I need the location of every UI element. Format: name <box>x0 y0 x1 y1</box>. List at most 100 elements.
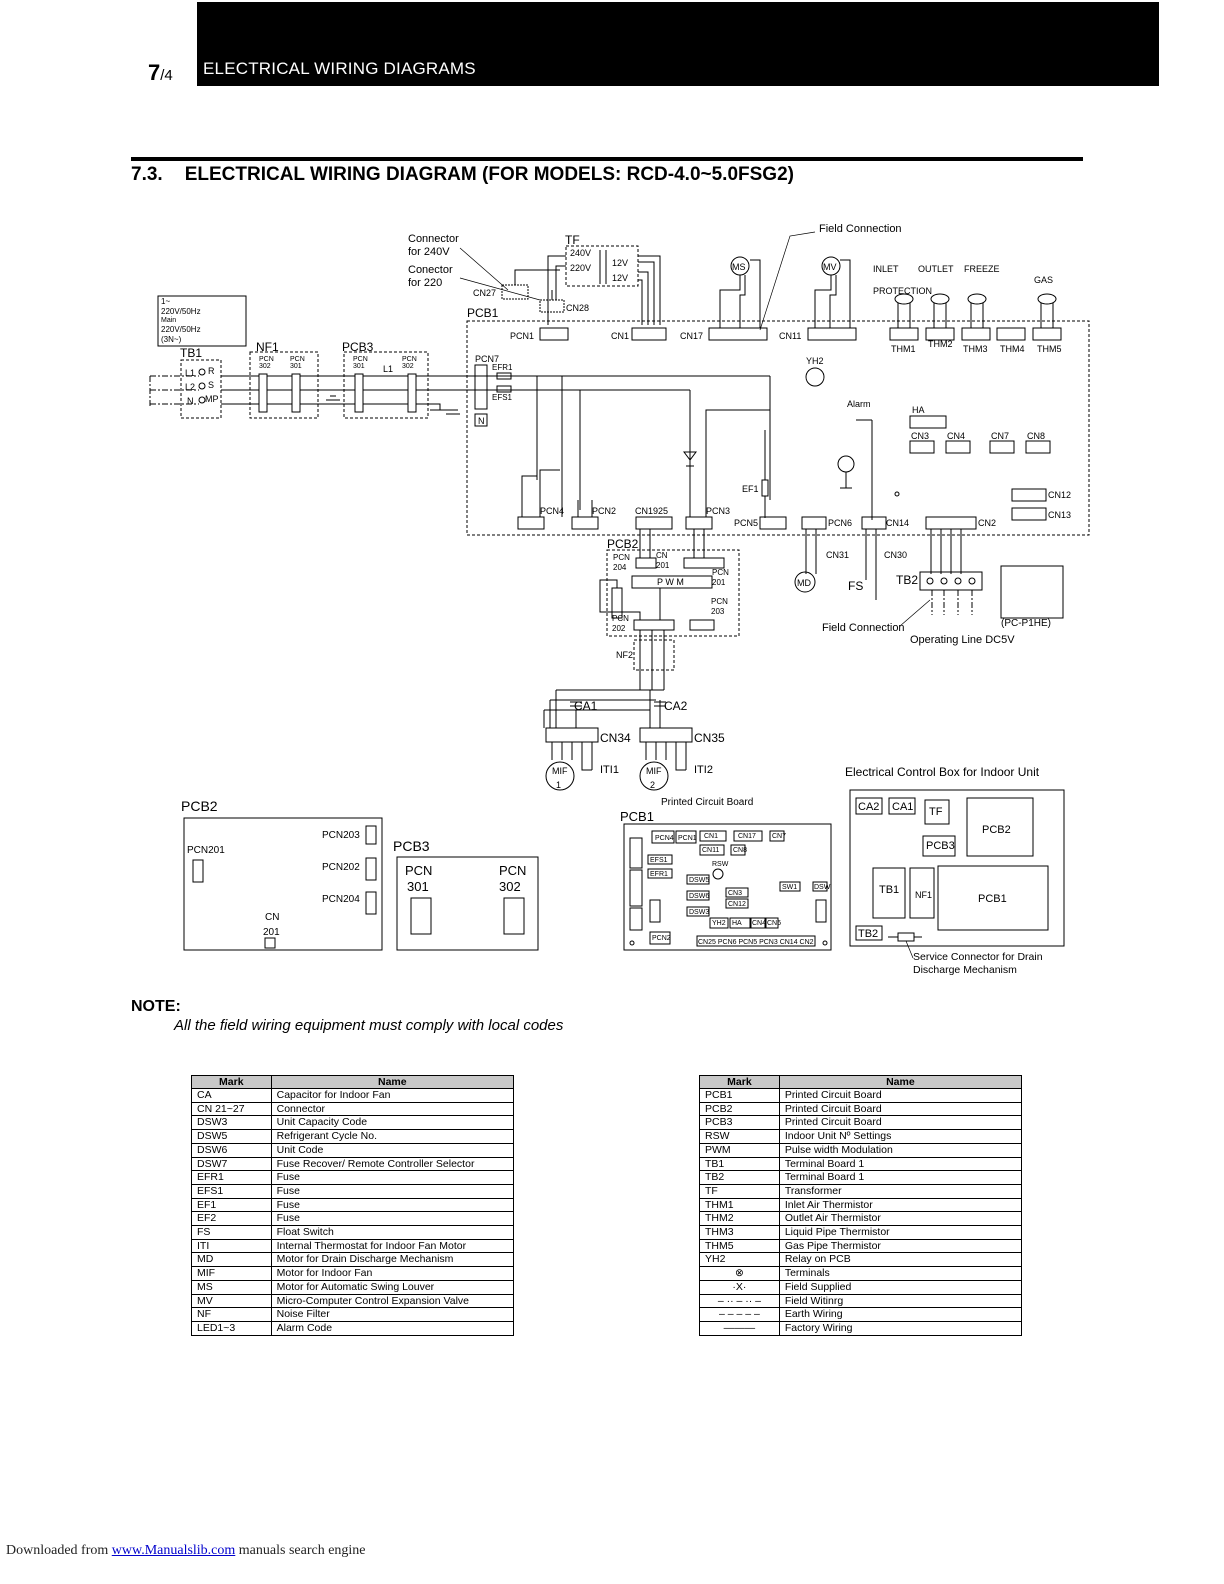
svg-text:PCN: PCN <box>712 568 729 577</box>
svg-text:FREEZE: FREEZE <box>964 264 1000 274</box>
svg-text:CN14: CN14 <box>886 518 909 528</box>
svg-text:ITI2: ITI2 <box>694 764 713 776</box>
svg-text:CN27: CN27 <box>473 288 496 298</box>
svg-text:CN17: CN17 <box>738 833 756 840</box>
legend-name: Gas Pipe Thermistor <box>778 1238 1023 1253</box>
legend-mark: ⊗ <box>699 1266 780 1281</box>
svg-text:THM4: THM4 <box>1000 344 1025 354</box>
svg-text:301: 301 <box>353 363 365 370</box>
svg-text:Operating Line DC5V: Operating Line DC5V <box>910 634 1015 646</box>
wiring-diagram: PCB1 1~ 220V/50Hz Main 220V/50Hz (3N~) T… <box>149 223 1090 976</box>
svg-text:301: 301 <box>290 363 302 370</box>
svg-text:PCB3: PCB3 <box>393 838 430 854</box>
svg-text:201: 201 <box>263 927 280 938</box>
legend-name: Liquid Pipe Thermistor <box>778 1225 1023 1240</box>
svg-text:202: 202 <box>612 624 626 633</box>
svg-text:HA: HA <box>732 920 742 927</box>
svg-text:THM1: THM1 <box>891 344 916 354</box>
legend-mark: DSW5 <box>191 1129 272 1144</box>
svg-text:204: 204 <box>613 563 627 572</box>
svg-text:CN12: CN12 <box>1048 490 1071 500</box>
legend-mark: THM5 <box>699 1238 780 1253</box>
svg-text:MS: MS <box>732 262 746 272</box>
svg-text:PCN203: PCN203 <box>322 830 360 841</box>
svg-text:220V: 220V <box>570 263 591 273</box>
svg-text:PCB1: PCB1 <box>978 893 1007 905</box>
legend-mark: LED1~3 <box>191 1320 272 1336</box>
svg-text:DSW3: DSW3 <box>689 909 709 916</box>
svg-text:TB1: TB1 <box>879 884 899 896</box>
svg-text:CN34: CN34 <box>600 731 631 745</box>
nf1-box <box>249 351 319 419</box>
header-bar <box>197 2 1159 86</box>
legend-mark: MD <box>191 1252 272 1267</box>
svg-text:PCN202: PCN202 <box>322 862 360 873</box>
svg-text:12V: 12V <box>612 258 628 268</box>
legend-mark: MS <box>191 1279 272 1295</box>
svg-text:201: 201 <box>712 578 726 587</box>
legend-name: Unit Capacity Code <box>270 1115 515 1130</box>
svg-text:201: 201 <box>656 561 670 570</box>
svg-text:302: 302 <box>402 363 414 370</box>
svg-text:OUTLET: OUTLET <box>918 264 954 274</box>
svg-text:CN3: CN3 <box>911 431 929 441</box>
svg-text:Connector: Connector <box>408 233 459 245</box>
svg-text:PCN: PCN <box>405 863 432 878</box>
legend-header-name: Name <box>778 1075 1023 1089</box>
svg-text:PCB2: PCB2 <box>982 824 1011 836</box>
svg-text:CA1: CA1 <box>892 801 913 813</box>
legend-mark: EFS1 <box>191 1183 272 1199</box>
legend-name: Motor for Automatic Swing Louver <box>270 1279 515 1295</box>
svg-text:PCN4: PCN4 <box>540 506 564 516</box>
svg-text:EFR1: EFR1 <box>492 363 513 372</box>
pcb1-outline <box>466 320 1090 536</box>
svg-text:THM2: THM2 <box>928 339 953 349</box>
svg-text:L2: L2 <box>185 382 195 392</box>
svg-text:(PC-P1HE): (PC-P1HE) <box>1001 618 1051 629</box>
legend-name: Motor for Indoor Fan <box>270 1266 515 1281</box>
legend-name: Printed Circuit Board <box>778 1088 1023 1103</box>
legend-name: Motor for Drain Discharge Mechanism <box>270 1252 515 1267</box>
svg-text:CN11: CN11 <box>702 847 719 854</box>
svg-text:Field Connection: Field Connection <box>819 223 902 235</box>
svg-text:MIF: MIF <box>646 766 662 776</box>
legend-mark: DSW3 <box>191 1115 272 1130</box>
header-title: ELECTRICAL WIRING DIAGRAMS <box>203 59 476 78</box>
legend-mark: THM3 <box>699 1225 780 1240</box>
legend-mark: PCB3 <box>699 1115 780 1130</box>
svg-text:CN6: CN6 <box>767 920 781 927</box>
svg-text:MD: MD <box>797 578 811 588</box>
svg-text:Printed Circuit Board: Printed Circuit Board <box>661 797 753 808</box>
svg-text:TB1: TB1 <box>180 346 202 360</box>
svg-text:CN11: CN11 <box>779 331 801 341</box>
svg-text:CN2: CN2 <box>978 518 996 528</box>
pcb2-outline <box>606 549 740 637</box>
svg-text:CA2: CA2 <box>858 801 879 813</box>
svg-text:CN8: CN8 <box>1027 431 1045 441</box>
manualslib-link[interactable]: www.Manualslib.com <box>111 1543 236 1558</box>
legend-name: Micro-Computer Control Expansion Valve <box>270 1293 515 1308</box>
legend-name: Fuse Recover/ Remote Controller Selector <box>270 1156 515 1171</box>
svg-text:PCB3: PCB3 <box>926 840 955 852</box>
svg-text:CN8: CN8 <box>733 847 747 854</box>
svg-text:CN4: CN4 <box>752 920 766 927</box>
svg-text:PCB3: PCB3 <box>342 340 374 354</box>
svg-text:YH2: YH2 <box>806 356 824 366</box>
svg-text:220V/50Hz: 220V/50Hz <box>161 307 201 316</box>
svg-text:PCN2: PCN2 <box>652 935 671 942</box>
